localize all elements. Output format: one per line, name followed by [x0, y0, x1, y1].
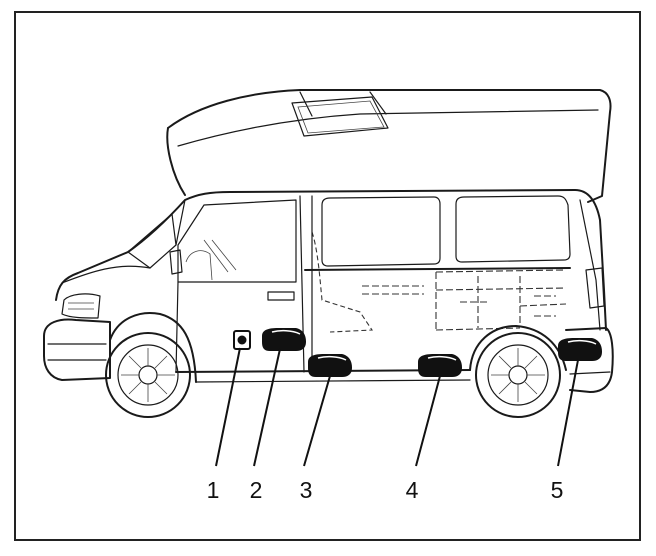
interior-dashed-cabinets	[435, 269, 567, 331]
leader-line-4	[415, 375, 441, 467]
callout-label-4: 4	[406, 477, 419, 503]
callout-label-2: 2	[250, 477, 263, 503]
rear-wheel-arch	[469, 325, 567, 371]
rear-bumper	[565, 327, 614, 393]
part-2-sensor	[262, 328, 306, 351]
hood	[61, 265, 151, 284]
sliding-door-outline	[311, 231, 373, 333]
front-wheel	[105, 332, 191, 418]
callout-leaders	[215, 347, 579, 467]
leader-line-2	[253, 348, 281, 467]
door-handle	[267, 291, 295, 301]
roof-skylight	[291, 96, 389, 137]
part-3-sensor	[308, 354, 352, 377]
leader-line-5	[557, 359, 579, 467]
van-drawing	[43, 89, 614, 418]
front-bumper	[43, 318, 111, 381]
side-mirror	[169, 249, 183, 275]
diagram-frame	[14, 11, 641, 541]
callout-label-1: 1	[207, 477, 220, 503]
rear-side-window-1	[321, 196, 441, 267]
component-parts	[233, 328, 602, 377]
front-side-window	[177, 199, 297, 283]
part-5-sensor	[558, 338, 602, 361]
front-wheel-arch	[109, 312, 197, 383]
leader-line-1	[215, 347, 241, 467]
callout-labels: 1 2 3 4 5	[207, 477, 564, 503]
part-1-small-module	[233, 330, 251, 350]
van-high-roof	[167, 89, 612, 203]
rear-side-window-2	[455, 195, 571, 263]
tail-light	[585, 267, 605, 309]
leader-line-3	[303, 375, 331, 467]
rear-wheel	[475, 332, 561, 418]
part-4-sensor	[418, 354, 462, 377]
callout-label-3: 3	[300, 477, 313, 503]
headlight	[61, 293, 101, 319]
callout-label-5: 5	[551, 477, 564, 503]
